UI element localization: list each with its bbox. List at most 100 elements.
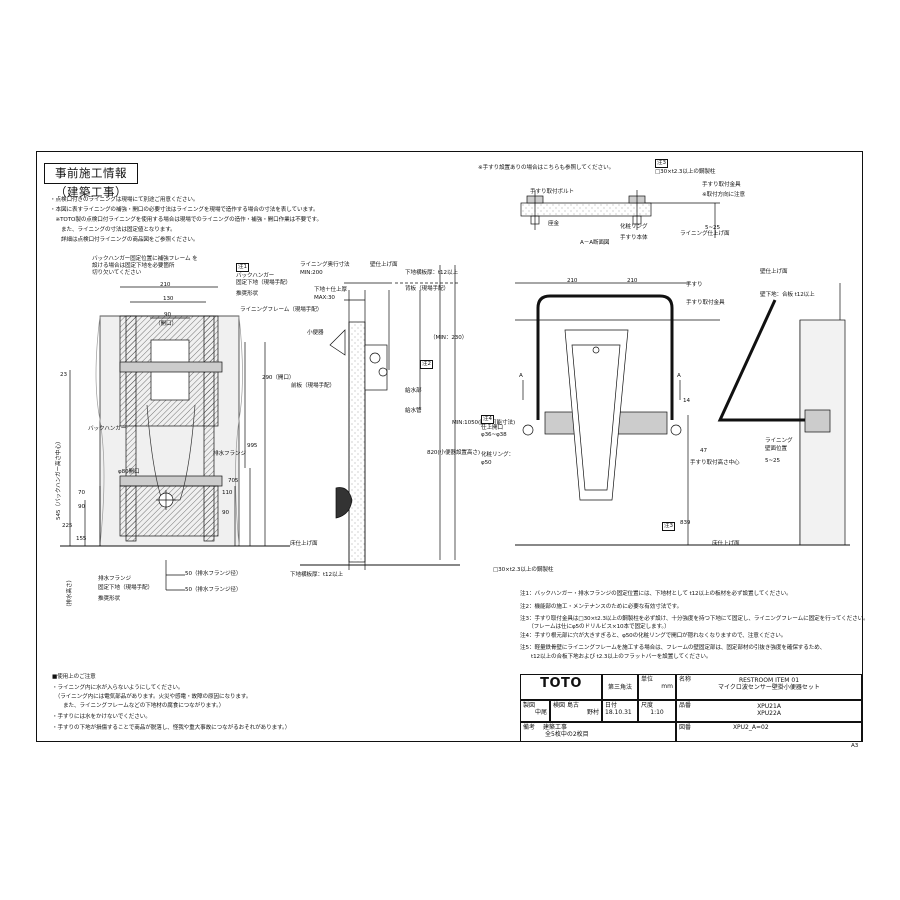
drafter-cell: 製図 中尾: [520, 700, 550, 722]
dim-225: 225: [62, 523, 73, 529]
lining-frame-label: ライニングフレーム（現場手配）: [240, 307, 323, 313]
usage-line-3: また、ライニングフレームなどの下地材の腐食につながります。）: [52, 703, 225, 709]
checker-value-1: 島古: [566, 702, 579, 709]
unit-label: 単位: [641, 676, 654, 683]
back-hanger-note-1: バックハンガー固定位置に補強フレーム を: [92, 256, 198, 262]
scale-label: 尺度: [641, 702, 654, 709]
drawing-label: 図番: [679, 724, 692, 731]
usage-title: ■使用上のご注意: [52, 674, 96, 680]
left-elevation: [60, 286, 290, 591]
drawing-no-cell: 図番 XPU2_A=02: [676, 722, 862, 742]
product-cell: 品番 XPU21A XPU22A: [676, 700, 862, 722]
handrail-height-label: 手すり取付高さ中心: [690, 460, 740, 466]
lining-wall-label: ライニング: [765, 438, 793, 444]
dim-155: 155: [76, 536, 87, 542]
dim-210a: 210: [567, 278, 578, 284]
toto-logo: TOTO: [520, 674, 602, 700]
dim-23: 23: [60, 372, 67, 378]
min200-label: MIN:200: [300, 270, 323, 276]
flange-dim-1: 50（排水フランジ径）: [185, 571, 242, 577]
dim-210b: 210: [627, 278, 638, 284]
drain-flange-base-1: 固定下地（現場手配）: [98, 585, 153, 591]
note3-box-label-2: □30×t2.3以上の鋼製柱: [493, 567, 554, 573]
checker-cell: 検図 島古 野村: [550, 700, 602, 722]
dim-70: 70: [78, 490, 85, 496]
remark-3: 注3：手すり取付金具は□30×t2.3以上の鋼製柱を必ず設け、十分強度を持つ下地…: [520, 616, 869, 622]
remark-1: 注1：バックハンガー・排水フランジの固定位置には、下地材として t12以上の板材…: [520, 591, 792, 597]
wall-face-label: 背板（現場手配）: [405, 286, 449, 292]
dim-90c: 90: [78, 504, 85, 510]
date-value: 18.10.31: [605, 709, 632, 716]
dim-47: 47: [700, 448, 707, 454]
drawing-frame: [36, 151, 863, 742]
remarks-value-2: 全5枚中の2枚目: [545, 731, 589, 738]
handrail-note: ※手すり設置ありの場合はこちらも参照してください。: [478, 165, 615, 171]
remark-2: 注2：機能部の施工・メンテナンスのために必要な有効寸法です。: [520, 604, 683, 610]
note-tag-2: 注2: [420, 360, 433, 369]
dim-130: 130: [163, 296, 174, 302]
product-value-1: XPU21A: [757, 703, 781, 710]
finish-hole-label: 仕上開口: [481, 425, 503, 431]
dim-995: 995: [247, 443, 258, 449]
header-note-2: ・本図に表すライニングの補強・開口の必要寸法はライニングを現場で造作する場合の寸…: [50, 207, 319, 213]
front-board-label: 前板（現場手配）: [291, 383, 335, 389]
max30-label: MAX:30: [314, 295, 335, 301]
back-hanger-label: バックハンガー: [88, 426, 127, 432]
handrail-fix-label: 手すり取付金具: [702, 182, 741, 188]
dim-110: 110: [222, 490, 233, 496]
d820-label: 820(小便器設置高さ): [427, 450, 480, 456]
makeup-ring-label: 化粧リング: [620, 224, 648, 230]
remark-5: 注5：軽量鉄骨壁にライニングフレームを施工する場合は、フレームの壁固定部は、固定…: [520, 645, 826, 651]
section-mark-a-right: A: [677, 373, 681, 379]
washer-label: 座金: [548, 221, 559, 227]
projection-label: 第三角法: [602, 674, 638, 700]
drafter-label: 製図: [523, 702, 536, 709]
note3-box-label: □30×t2.3以上の鋼製柱: [655, 169, 716, 175]
remark-5b: t12以上の合板下地および t2.3以上のフラットバーを設置してください。: [520, 654, 712, 660]
wall-base-label: 壁下地：合板 t12以上: [760, 292, 815, 298]
unit-cell: 単位 mm: [638, 674, 676, 700]
back-hanger-fix-2: 固定下地（現場手配）: [236, 280, 291, 286]
scale-value: 1:10: [650, 709, 664, 716]
remark-3b: （フレームは仕にφ5のドリルビス×10本で固定します。）: [520, 624, 670, 630]
usage-line-2: （ライニング内には電気部品があります。火災や感電・故障の原因になります。: [52, 694, 252, 700]
bolt-label: 手すり取付ボルト: [530, 189, 574, 195]
note-tag-4: 注4: [481, 415, 494, 424]
checker-label: 検図: [553, 702, 566, 709]
dim-90: 90: [164, 312, 171, 318]
drawing-no: XPU2_A=02: [732, 724, 769, 731]
usage-line-4: ・手すりには水をかけないでください。: [52, 714, 151, 720]
ring-dia-1: 化粧リング：: [481, 452, 514, 458]
sub-thickness-label: 下地横板厚：t12以上: [405, 270, 458, 276]
note-tag-1: 注1: [236, 263, 249, 272]
product-label: 品番: [679, 702, 692, 709]
header-note-3: ※TOTO製の点検口付ライニングを使用する場合は現場でのライニングの造作・補強・…: [50, 217, 322, 223]
drain-flange-2: 排水フランジ: [98, 576, 131, 582]
finish-top-label: 下地＋仕上厚: [314, 287, 347, 293]
back-hanger-note-2: 設ける場合は固定下地を必要箇所: [92, 263, 175, 269]
fix-metal-label: 手すり取付金具: [686, 300, 725, 306]
dim-5-25-side: 5~25: [765, 458, 780, 464]
drain-height: （排水高さ）: [67, 577, 73, 610]
flange-dim-2: 50（排水フランジ径）: [185, 587, 242, 593]
date-cell: 日付 18.10.31: [602, 700, 638, 722]
unit-value: mm: [661, 683, 673, 690]
ring-dia-2: φ50: [481, 460, 492, 466]
note-tag-3: 注3: [655, 159, 668, 168]
name-line-2: マイクロ波センサー壁掛小便器セット: [718, 684, 820, 691]
middle-section: [300, 265, 460, 570]
usage-line-5: ・手すりの下地が損傷することで商品が脱落し、怪我や重大事故につながるおそれがあり…: [52, 725, 291, 731]
dim-705: 705: [228, 478, 239, 484]
name-line-1: RESTROOM ITEM 01: [738, 677, 800, 684]
right-drawings: [515, 190, 850, 546]
remarks-label: 備考: [523, 724, 536, 731]
handrail-fix-2-label: ※取付方向に注意: [702, 192, 746, 198]
handrail-seat-label: 手すり本体: [620, 235, 648, 241]
dim-839: 839: [680, 520, 691, 526]
scale-cell: 尺度 1:10: [638, 700, 676, 722]
wall-finish-label: 壁仕上げ面: [760, 269, 788, 275]
wall-top-label: 壁仕上げ面: [370, 262, 398, 268]
name-cell: 名称 RESTROOM ITEM 01 マイクロ波センサー壁掛小便器セット: [676, 674, 862, 700]
min230-label: （MIN：230）: [430, 335, 468, 341]
